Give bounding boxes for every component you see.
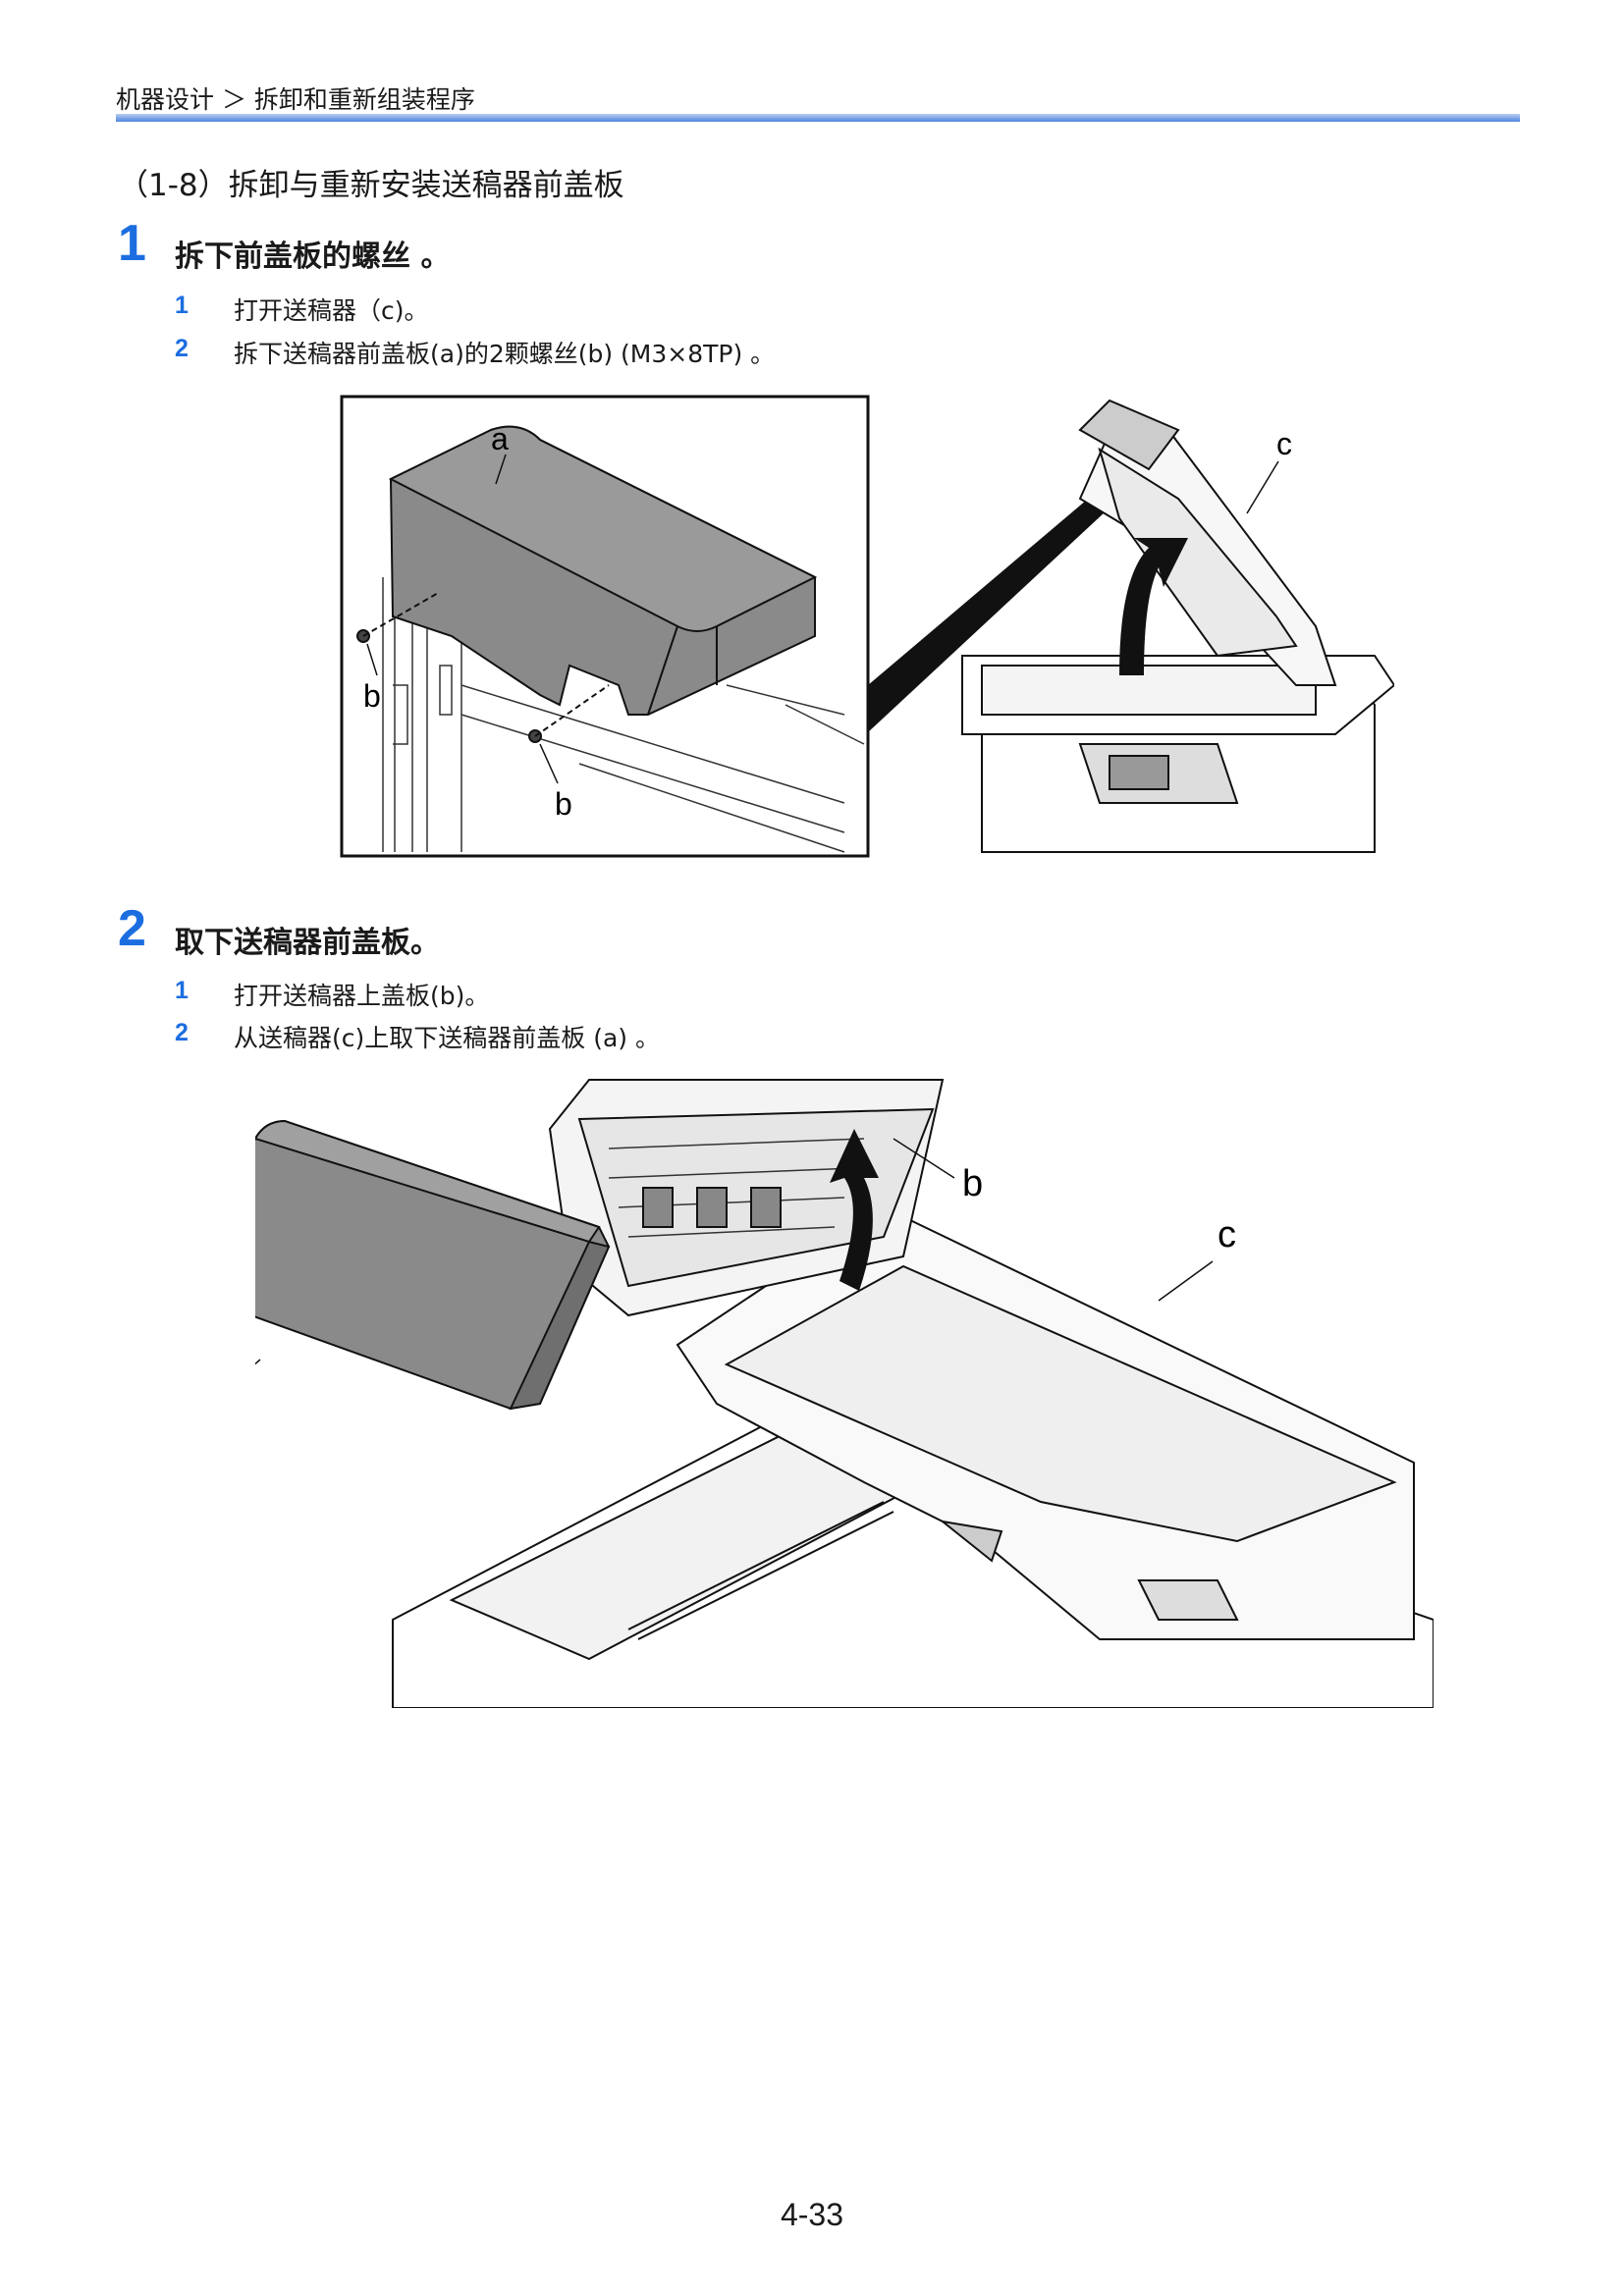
label-b-left: b [363,678,381,714]
document-feeder-open [1078,399,1337,686]
step-2-number: 2 [118,900,146,957]
figure-2-illustration: a b c [255,1079,1434,1708]
lift-arrow-icon [830,1129,879,1291]
document-feeder [676,1205,1415,1640]
header-rule [116,114,1520,122]
label-c: c [1218,1214,1236,1255]
front-cover-part [255,1119,611,1411]
leader-c [1246,460,1279,514]
copier-machine [961,655,1394,853]
zoom-pointer-wedge [868,489,1119,732]
step-1-substep-2-number: 2 [175,335,189,362]
front-cover-part [388,425,818,716]
leader-b [893,1138,955,1179]
screw-icon [356,591,610,743]
leader-b2 [539,743,559,784]
open-arrow-icon [1119,538,1188,675]
leader-a [495,454,507,485]
step-2-substep-1-text: 打开送稿器上盖板(b)。 [234,982,490,1010]
label-b: b [962,1163,983,1204]
label-b-right: b [555,786,572,822]
step-1-substep-2-text: 拆下送稿器前盖板(a)的2颗螺丝(b) (M3×8TP) 。 [234,340,776,368]
page-number: 4-33 [780,2197,844,2232]
step-2-substep-2-number: 2 [175,1019,189,1046]
step-2-substep-1-number: 1 [175,977,189,1004]
step-2-substep-2-text: 从送稿器(c)上取下送稿器前盖板 (a) 。 [234,1024,660,1052]
leader-b1 [366,643,378,676]
label-c: c [1276,426,1292,461]
step-1-substep-1-number: 1 [175,292,189,319]
section-title: （1-8）拆卸与重新安装送稿器前盖板 [118,168,624,203]
breadcrumb: 机器设计 ＞ 拆卸和重新组装程序 [116,85,475,114]
step-1-number: 1 [118,215,146,272]
step-1-substep-1-text: 打开送稿器（c)。 [234,296,429,325]
leader-c [1158,1260,1214,1302]
step-1-title: 拆下前盖板的螺丝 。 [175,240,451,274]
label-a: a [491,421,509,456]
leader-a [255,1359,261,1365]
figure-1-illustration: a b b c [340,395,1394,858]
step-2-title: 取下送稿器前盖板。 [175,926,440,960]
